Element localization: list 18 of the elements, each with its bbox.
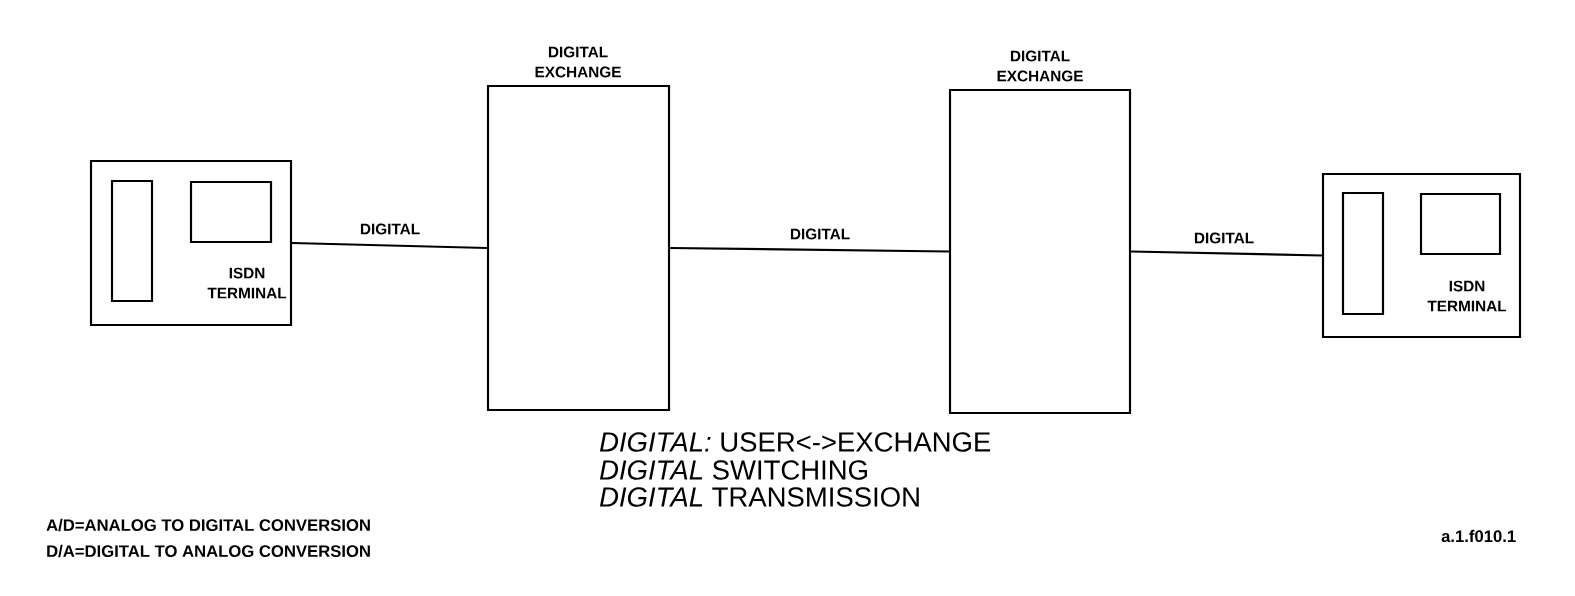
connector-line <box>292 241 487 250</box>
legend-text: A/D=ANALOG TO DIGITAL CONVERSION <box>46 518 370 532</box>
node-label: DIGITAL EXCHANGE <box>535 46 621 78</box>
exchange-box: DIGITAL EXCHANGE <box>486 46 671 412</box>
edge-label: DIGITAL <box>360 223 420 235</box>
connector-line <box>1131 250 1322 257</box>
note-text: DIGITAL SWITCHING <box>599 460 867 480</box>
legend-text: D/A=DIGITAL TO ANALOG CONVERSION <box>47 544 370 558</box>
exchange-box: DIGITAL EXCHANGE <box>948 50 1132 415</box>
node-label: DIGITAL EXCHANGE <box>997 50 1083 82</box>
terminal-drawing: ISDN TERMINAL <box>89 159 293 327</box>
terminal-drawing: ISDN TERMINAL <box>1321 172 1522 339</box>
note-text: DIGITAL: USER<->EXCHANGE <box>599 432 991 452</box>
edge-label: DIGITAL <box>790 228 850 240</box>
connector-line <box>670 246 949 253</box>
figure-number: a.1.f010.1 <box>1441 529 1516 543</box>
note-text: DIGITAL TRANSMISSION <box>599 487 919 507</box>
edge-label: DIGITAL <box>1194 232 1254 244</box>
